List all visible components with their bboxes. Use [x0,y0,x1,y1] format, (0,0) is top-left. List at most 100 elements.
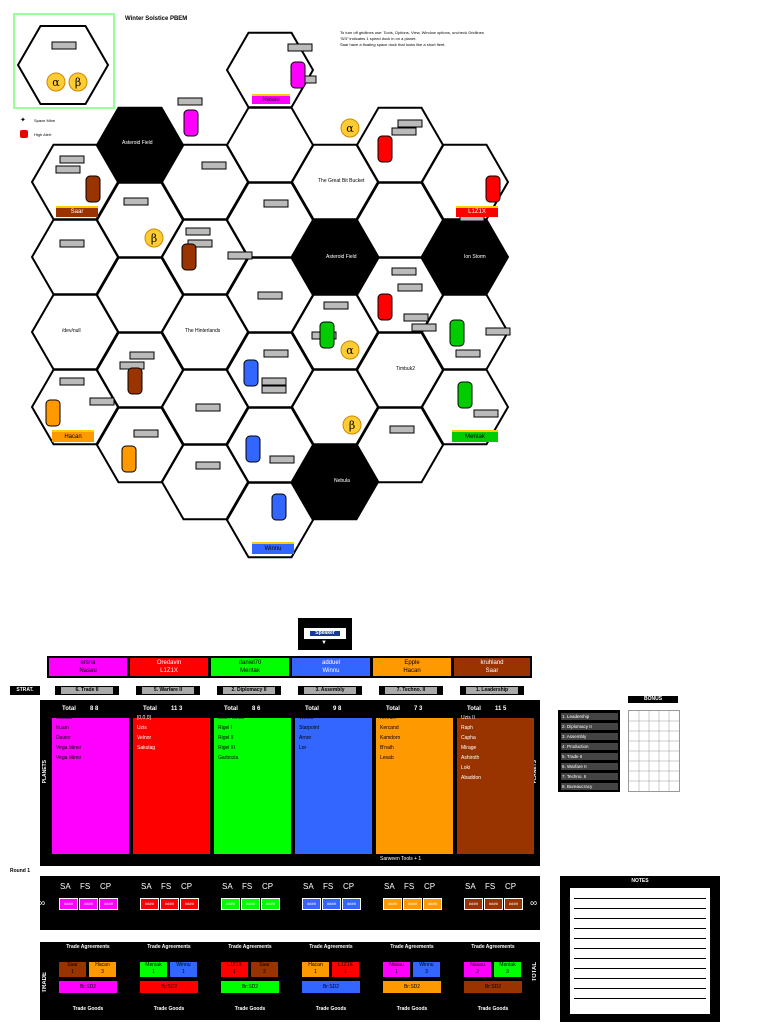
planet-chip[interactable] [177,97,203,106]
planet-chip[interactable] [195,461,221,470]
system-dev-null[interactable]: /dev/null [62,328,81,334]
command-token-box[interactable]: #### [241,898,260,910]
command-token-box[interactable]: #### [504,898,523,910]
trade-bonus[interactable]: Br:SD2 [59,981,117,993]
strategy-card[interactable]: 2. Diplomacy II [217,686,281,695]
bonus-item[interactable]: 1. Leadership [561,713,618,720]
planet-name[interactable]: Iruam [56,725,69,731]
planet-chip[interactable] [263,199,289,208]
planet-chip[interactable] [55,165,81,174]
unit-stack[interactable] [243,359,259,387]
planet-chip[interactable] [323,301,349,310]
planet-chip[interactable] [397,119,423,128]
command-token-box[interactable]: #### [79,898,98,910]
command-token-box[interactable]: #### [59,898,78,910]
planet-name[interactable]: Arretze [380,715,397,721]
planet-name[interactable]: Lesab [380,755,394,761]
planet-name[interactable]: Vega Minor [56,755,82,761]
command-token-box[interactable]: #### [342,898,361,910]
planet-chip[interactable] [261,377,287,386]
bonus-item[interactable]: 2. Diplomacy II [561,723,618,730]
unit-stack[interactable] [271,493,287,521]
planet-name[interactable]: Kamdorn [380,735,401,741]
trade-bonus[interactable]: Br:SD2 [221,981,279,993]
strategy-card[interactable]: 7. Techno. II [379,686,443,695]
command-token-box[interactable]: #### [322,898,341,910]
unit-stack[interactable] [377,135,393,163]
bonus-grid[interactable] [628,710,680,792]
planet-chip[interactable] [269,455,295,464]
planet-name[interactable]: Raph [461,725,473,731]
bonus-item[interactable]: 7. Techno. II [561,773,618,780]
unit-stack[interactable] [181,243,197,271]
planet-name[interactable]: Winnu [299,715,314,721]
system-asteroid-field[interactable]: Asteroid Field [122,140,153,146]
planet-name[interactable]: Uzis II [461,715,475,721]
unit-stack[interactable] [183,109,199,137]
planet-chip[interactable] [257,291,283,300]
planet-name[interactable]: Arnor [299,735,312,741]
planet-name[interactable]: Abaddon [461,775,482,781]
planet-chip[interactable] [227,251,253,260]
command-token-box[interactable]: #### [484,898,503,910]
planet-chip[interactable] [391,267,417,276]
planet-chip[interactable] [123,197,149,206]
planet-chip[interactable] [185,227,211,236]
strategy-card[interactable]: 3. Assembly [298,686,362,695]
command-token-box[interactable]: #### [423,898,442,910]
system-hex[interactable] [225,481,315,559]
bonus-item[interactable]: 5. Trade II [561,753,618,760]
planet-name[interactable]: B'nalh [380,745,394,751]
planet-name[interactable]: Capha [461,735,476,741]
unit-stack[interactable] [245,435,261,463]
planet-name[interactable]: Rigel II [218,735,234,741]
command-token-box[interactable]: #### [302,898,321,910]
planet-name[interactable]: Lor [299,745,307,751]
planet-name[interactable]: Garbozia [218,755,239,761]
planet-chip[interactable] [195,403,221,412]
planet-chip[interactable] [455,349,481,358]
planet-name[interactable]: Kercand [380,725,399,731]
strategy-card[interactable]: 6. Trade II [55,686,119,695]
trade-bonus[interactable]: Br:SD2 [302,981,360,993]
planet-name[interactable]: Mirage [461,745,477,751]
planet-chip[interactable] [397,283,423,292]
planet-name[interactable]: Moll Primus [218,715,245,721]
planet-name[interactable]: Sakulag [137,745,156,751]
planet-name[interactable]: Rigel III [218,745,235,751]
planet-name[interactable]: Loki [461,765,471,771]
bonus-item[interactable]: 3. Assembly [561,733,618,740]
command-token-box[interactable]: #### [99,898,118,910]
trade-bonus[interactable]: Br:SD2 [383,981,441,993]
command-token-box[interactable]: #### [383,898,402,910]
planet-name[interactable]: Dauior [56,735,71,741]
command-token-box[interactable]: #### [464,898,483,910]
unit-stack[interactable] [457,381,473,409]
unit-stack[interactable] [290,61,306,89]
planet-chip[interactable] [59,377,85,386]
system-great-bit-bucket[interactable]: The Great Bit Bucket [318,178,365,184]
system-timbuk2[interactable]: Timbuk2 [396,366,415,372]
planet-name[interactable]: [0,0,0] [137,715,151,721]
planet-chip[interactable] [411,323,437,332]
planet-name[interactable]: Vega Minor [56,745,82,751]
planet-chip[interactable] [263,349,289,358]
unit-stack[interactable] [85,175,101,203]
planet-chip[interactable] [201,161,227,170]
planet-chip[interactable] [129,351,155,360]
planet-chip[interactable] [403,313,429,322]
unit-stack[interactable] [319,321,335,349]
